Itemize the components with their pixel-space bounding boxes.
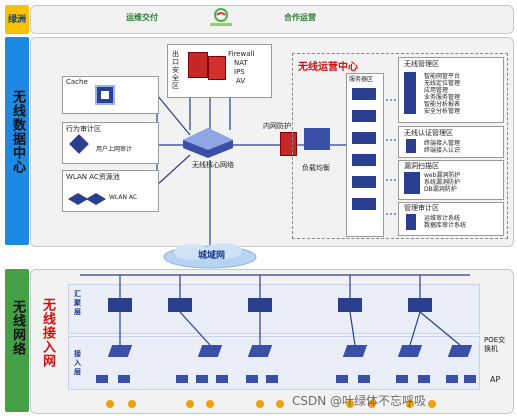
metro-cloud	[160, 243, 260, 269]
wlanac-item: WLAN AC	[109, 194, 138, 201]
dc-section-label: 无线数据中心	[10, 90, 25, 174]
fw-line-3: IPS	[234, 68, 245, 76]
audit2-server-icon	[406, 214, 416, 230]
core-label: 无线核心网络	[192, 161, 234, 169]
fw-line-4: AV	[236, 77, 246, 85]
scan-title: 漏洞扫描区	[404, 162, 439, 170]
exit-zone-label: 出口安全区	[172, 50, 179, 90]
firewall-icon-2	[208, 56, 226, 80]
lb-label: 负载均衡	[302, 164, 330, 172]
audit-item: 用户上网审计	[96, 146, 133, 153]
auth-item: 终端接入管理	[424, 140, 461, 147]
ap-label: AP	[490, 375, 501, 384]
inner-protect-label: 内网防护	[263, 122, 291, 130]
agg-layer-label: 汇聚层	[74, 290, 81, 316]
firewall-icon-1	[188, 52, 208, 78]
server-area-label: 服务器区	[349, 76, 374, 83]
cache-server-icon	[95, 85, 115, 105]
cooperation-label: 合作运营	[284, 13, 316, 22]
mgmt-item: 业务服务管理	[424, 94, 461, 101]
agg-switch	[248, 298, 272, 312]
fw-line-2: NAT	[234, 59, 248, 67]
server-unit	[352, 88, 376, 100]
server-unit	[352, 176, 376, 188]
agg-switch	[338, 298, 362, 312]
agg-switch	[168, 298, 192, 312]
metro-cloud-label: 城域网	[198, 251, 226, 261]
user-icons-row	[102, 396, 472, 408]
dc-section-tab	[5, 37, 29, 245]
access-net-title: 无线接入网	[40, 298, 55, 368]
mgmt-item: 安全分析管理	[424, 108, 461, 115]
auth-item: 终端接入认识	[424, 147, 461, 154]
ops-delivery-label: 运维交付	[126, 13, 158, 22]
net-section-tab	[5, 269, 29, 412]
server-unit	[352, 132, 376, 144]
mgmt-item: 无线定位管理	[424, 80, 461, 87]
cache-box	[62, 76, 159, 114]
mgmt-item: 智能分析报表	[424, 101, 461, 108]
ops-center-title: 无线运营中心	[298, 62, 358, 73]
wlanac-device-icon	[68, 190, 108, 205]
server-unit	[352, 154, 376, 166]
mgmt-item: 应用管理	[424, 87, 449, 94]
scan-item: web漏洞防护	[424, 172, 461, 179]
server-unit	[352, 110, 376, 122]
top-section-tab	[5, 5, 29, 34]
scan-item: DB漏洞防护	[424, 186, 457, 193]
ap-row	[96, 372, 476, 386]
server-unit	[352, 198, 376, 210]
acc-layer-label: 接入层	[74, 350, 81, 376]
load-balancer-icon	[304, 128, 330, 150]
audit2-item: 运维审计系统	[424, 215, 461, 222]
brand-logo	[206, 7, 236, 29]
ops-center-frame	[292, 53, 508, 239]
agg-switch	[408, 298, 432, 312]
poe-switch-label: POE交换机	[484, 336, 506, 353]
mgmt-server-icon	[404, 72, 416, 114]
audit2-item: 数据库审计系统	[424, 222, 467, 229]
mgmt-item: 智能网管平台	[424, 73, 461, 80]
auth-server-icon	[406, 139, 416, 153]
fw-line-1: Firewall	[228, 50, 255, 58]
cache-label: Cache	[66, 78, 88, 86]
wlanac-box	[62, 170, 159, 212]
wlanac-title: WLAN AC资源池	[66, 173, 120, 181]
agg-switch	[108, 298, 132, 312]
scan-device-icon	[404, 172, 420, 194]
audit2-title: 管理审计区	[404, 204, 439, 212]
top-band	[30, 5, 514, 34]
core-switch-icon	[183, 128, 233, 158]
mgmt-title: 无线管理区	[404, 60, 439, 68]
auth-title: 无线认证管理区	[404, 129, 453, 137]
top-section-label: 绿洲	[7, 15, 26, 25]
audit-title: 行为审计区	[66, 125, 101, 133]
scan-item: 系统漏洞防护	[424, 179, 461, 186]
net-section-label: 无线网络	[10, 300, 25, 356]
watermark: CSDN @叶绿体不忘呼吸	[292, 394, 427, 408]
